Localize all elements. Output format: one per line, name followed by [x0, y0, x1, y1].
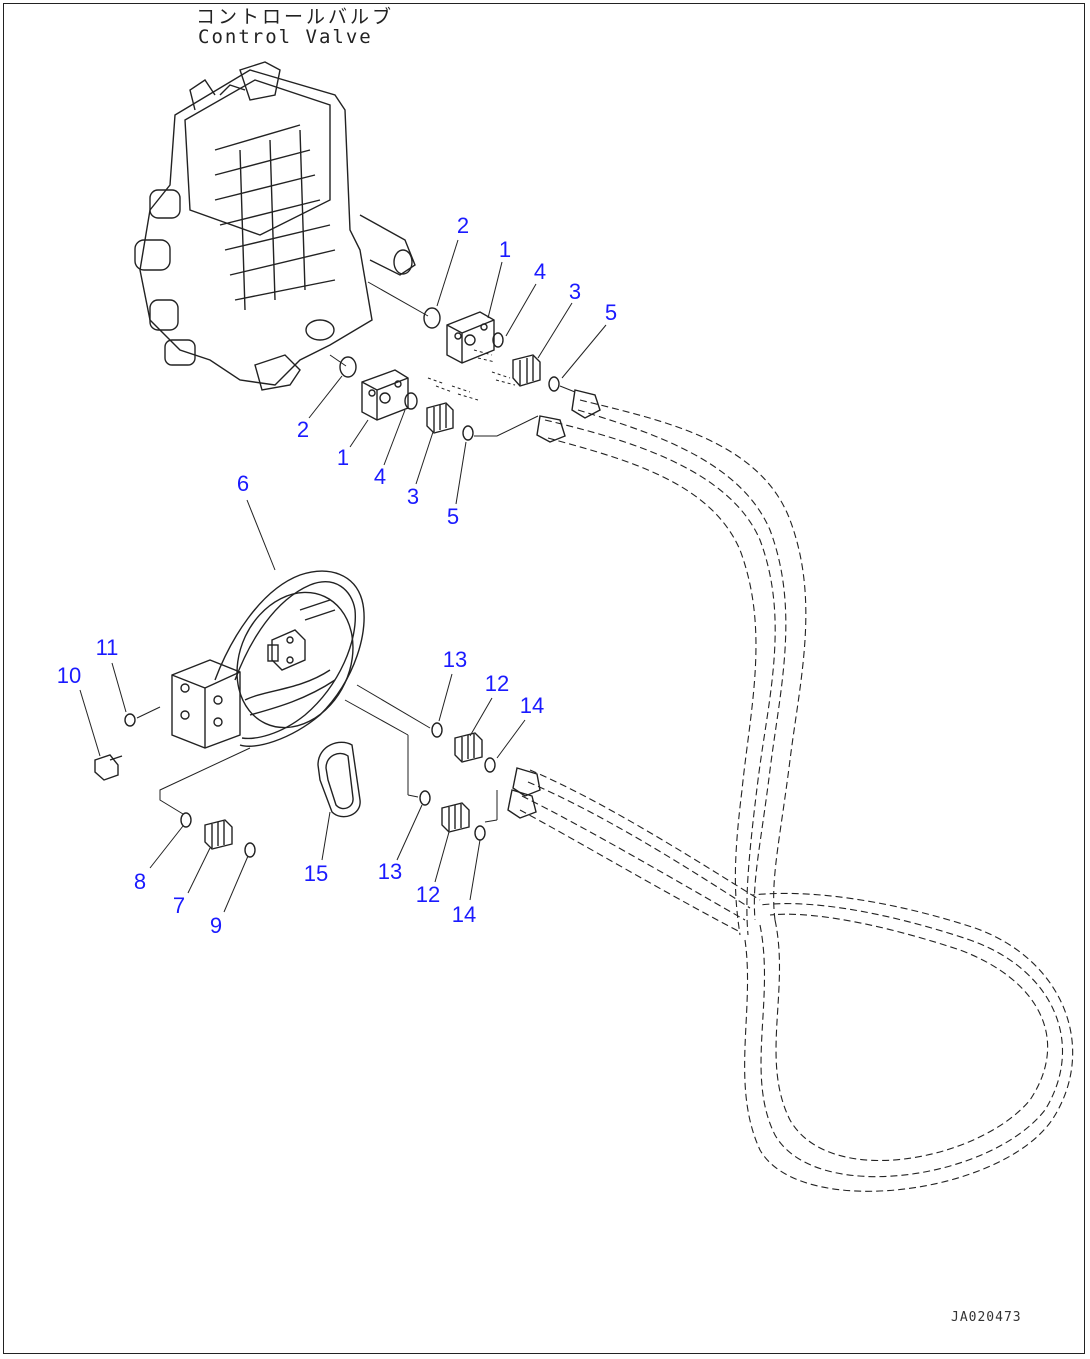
o-ring-4-upper: [492, 332, 504, 348]
control-valve-label-english: Control Valve: [198, 26, 373, 48]
o-ring-14-upper: [484, 757, 496, 773]
o-ring-9: [244, 842, 256, 858]
callout-1-upper: 1: [498, 237, 512, 262]
callout-1-lower: 1: [336, 445, 350, 470]
callout-12-upper: 12: [484, 671, 510, 696]
o-ring-8: [180, 812, 192, 828]
callout-12-lower: 12: [415, 882, 441, 907]
callout-15: 15: [303, 861, 329, 886]
o-ring-2-upper: [423, 307, 441, 329]
callout-4-upper: 4: [533, 259, 547, 284]
callout-7: 7: [172, 893, 186, 918]
valve-leader-lines: [329, 281, 429, 367]
o-ring-4-lower: [404, 392, 418, 410]
o-ring-13-upper: [431, 722, 443, 738]
callout-2-upper: 2: [456, 213, 470, 238]
o-ring-13-lower: [419, 790, 431, 806]
callout-13-lower: 13: [377, 859, 403, 884]
callout-3-upper: 3: [568, 279, 582, 304]
washer-11: [124, 713, 136, 727]
callout-14-upper: 14: [519, 693, 545, 718]
callout-13-upper: 13: [442, 647, 468, 672]
callout-14-lower: 14: [451, 902, 477, 927]
adapter-3-upper: [512, 354, 541, 387]
bolt-10: [94, 754, 123, 781]
callout-10: 10: [56, 663, 82, 688]
drawing-id: JA020473: [951, 1310, 1022, 1325]
leader-11: [136, 706, 161, 719]
drawing-sheet: [3, 3, 1085, 1354]
o-ring-14-lower: [474, 825, 486, 841]
callout-5-lower: 5: [446, 504, 460, 529]
o-ring-2-lower: [339, 356, 357, 378]
hydraulic-hoses: [519, 399, 1074, 1192]
adapter-3-lower: [426, 402, 454, 434]
o-ring-5-upper: [548, 376, 560, 392]
gasket-15: [317, 741, 361, 818]
hose-end-fittings: [507, 389, 601, 819]
motor-case-6: [214, 570, 365, 747]
callout-5-upper: 5: [604, 300, 618, 325]
adapter-7: [204, 819, 233, 850]
hose-leader-lines: [474, 385, 576, 437]
callout-3-lower: 3: [406, 484, 420, 509]
control-valve-label-japanese: コントロールバルブ: [196, 6, 395, 28]
flange-bolts: [427, 349, 516, 401]
flange-block-1-lower: [361, 369, 409, 421]
callout-6: 6: [236, 471, 250, 496]
callout-8: 8: [133, 869, 147, 894]
callout-11: 11: [95, 635, 119, 660]
o-ring-5-lower: [462, 425, 474, 441]
motor-head-block: [171, 659, 241, 749]
adapter-12-upper: [454, 732, 483, 763]
callout-2-lower: 2: [296, 417, 310, 442]
flange-block-1-upper: [446, 311, 495, 364]
adapter-12-lower: [441, 802, 470, 833]
control-valve-body: [134, 61, 416, 391]
callout-4-lower: 4: [373, 464, 387, 489]
motor-leader-lines: [159, 684, 498, 823]
callout-leaders: [79, 239, 607, 913]
callout-9: 9: [209, 913, 223, 938]
